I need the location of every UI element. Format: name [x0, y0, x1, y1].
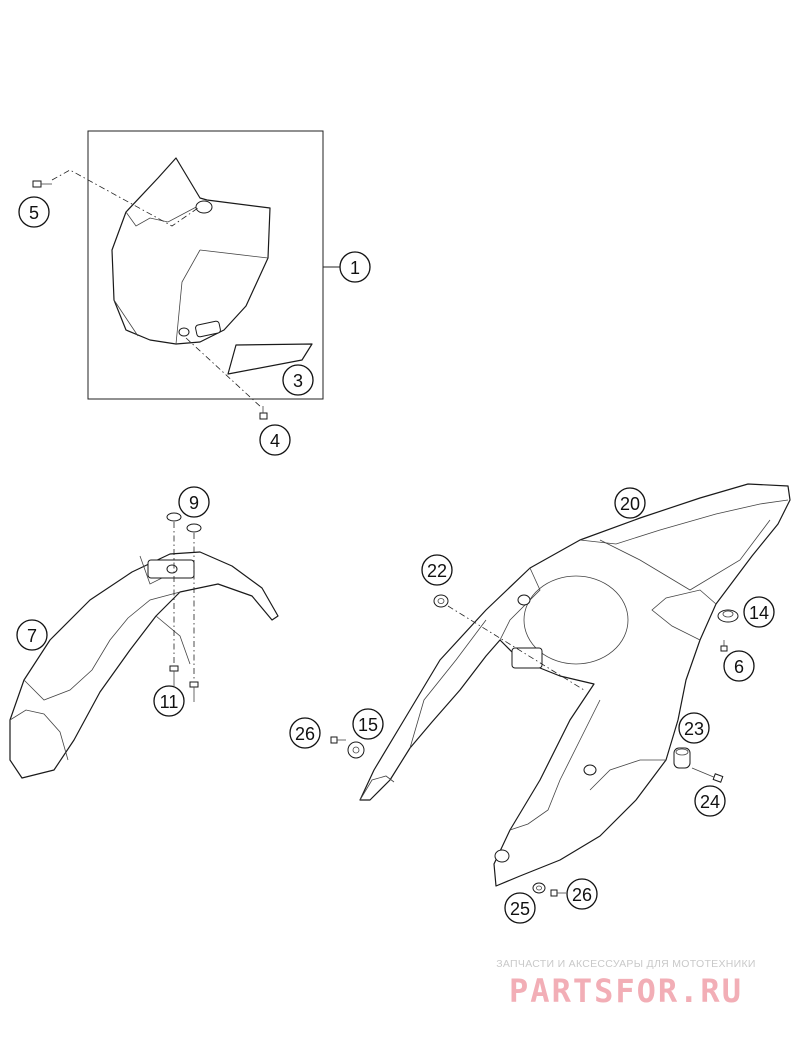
washer-9b[interactable] [186, 523, 202, 533]
rear-fender[interactable] [359, 483, 791, 887]
screw-26a[interactable] [330, 736, 346, 744]
callout-9[interactable]: 9 [178, 486, 210, 518]
callout-14[interactable]: 14 [743, 596, 775, 628]
number-plate-decal[interactable] [227, 343, 313, 375]
callout-11[interactable]: 11 [153, 685, 185, 717]
callout-20[interactable]: 20 [614, 487, 646, 519]
bolt-11a[interactable] [169, 665, 179, 686]
bolt-11b[interactable] [189, 681, 199, 702]
callout-26b[interactable]: 26 [566, 878, 598, 910]
callout-26a[interactable]: 26 [289, 717, 321, 749]
watermark: ЗАПЧАСТИ И АКСЕССУАРЫ ДЛЯ МОТОТЕХНИКИ PA… [476, 958, 776, 1010]
callout-5[interactable]: 5 [18, 196, 50, 228]
svg-text:4: 4 [270, 431, 280, 451]
front-fender[interactable] [9, 551, 279, 779]
bushing-23[interactable] [673, 747, 691, 769]
bolt-24[interactable] [691, 767, 724, 783]
nut-22[interactable] [433, 594, 449, 608]
svg-text:14: 14 [749, 603, 769, 623]
svg-text:15: 15 [358, 715, 378, 735]
svg-text:1: 1 [350, 258, 360, 278]
assembly-frame [87, 130, 324, 400]
leader-4 [185, 337, 263, 409]
svg-text:3: 3 [293, 371, 303, 391]
screw-6[interactable] [720, 640, 728, 652]
svg-text:22: 22 [427, 561, 447, 581]
spacer-15[interactable] [347, 741, 365, 759]
svg-text:9: 9 [189, 493, 199, 513]
svg-text:26: 26 [572, 885, 592, 905]
callout-25[interactable]: 25 [504, 892, 536, 924]
svg-text:25: 25 [510, 899, 530, 919]
svg-text:23: 23 [684, 719, 704, 739]
watermark-brand: PARTSFOR.RU [509, 972, 743, 1010]
callout-6[interactable]: 6 [723, 650, 755, 682]
grommet-14[interactable] [717, 609, 739, 623]
watermark-tagline: ЗАПЧАСТИ И АКСЕССУАРЫ ДЛЯ МОТОТЕХНИКИ [496, 958, 756, 970]
washer-9a[interactable] [166, 512, 182, 522]
callout-23[interactable]: 23 [678, 712, 710, 744]
callout-1[interactable]: 1 [339, 251, 371, 283]
callout-22[interactable]: 22 [421, 554, 453, 586]
leader-5 [51, 169, 199, 227]
svg-text:7: 7 [27, 626, 37, 646]
callout-15[interactable]: 15 [352, 708, 384, 740]
svg-text:24: 24 [700, 792, 720, 812]
screw-26b[interactable] [550, 889, 566, 897]
svg-text:6: 6 [734, 657, 744, 677]
number-plate[interactable] [111, 157, 271, 345]
svg-text:26: 26 [295, 724, 315, 744]
callout-24[interactable]: 24 [694, 785, 726, 817]
washer-25[interactable] [532, 882, 546, 894]
callout-3[interactable]: 3 [282, 364, 314, 396]
svg-text:5: 5 [29, 203, 39, 223]
screw-5[interactable] [32, 180, 52, 188]
svg-text:20: 20 [620, 494, 640, 514]
svg-text:11: 11 [160, 692, 179, 712]
callout-4[interactable]: 4 [259, 424, 291, 456]
screw-4[interactable] [259, 406, 268, 420]
callout-7[interactable]: 7 [16, 619, 48, 651]
